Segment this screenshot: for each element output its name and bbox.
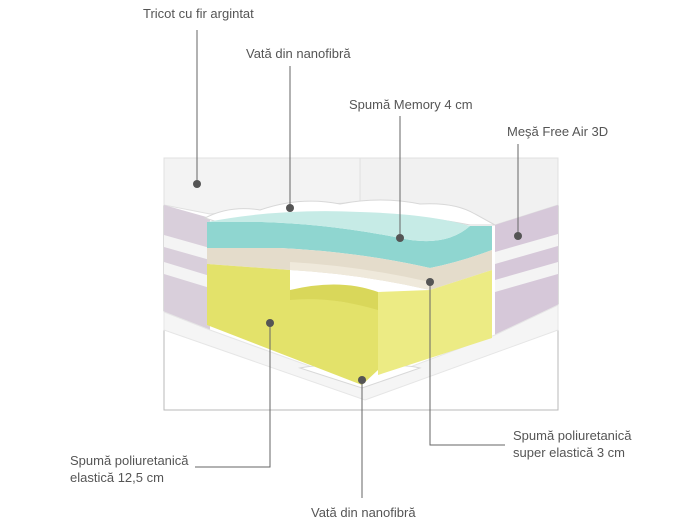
label-super-elastic: Spumă poliuretanică super elastică 3 cm — [513, 427, 632, 461]
leader-super — [429, 282, 505, 446]
label-tricot: Tricot cu fir argintat — [143, 6, 254, 21]
dot-mesa — [514, 232, 522, 240]
elastic-foam-right — [378, 270, 492, 375]
label-memory: Spumă Memory 4 cm — [349, 97, 473, 112]
mesh-stripe-right-2 — [495, 262, 558, 292]
mesh-side-right — [495, 205, 558, 335]
label-vata-top: Vată din nanofibră — [246, 46, 351, 61]
mesh-side-left — [164, 205, 210, 330]
mesh-stripe-right-1 — [495, 234, 558, 264]
leader-elastic — [195, 323, 271, 468]
label-elastic-line2: elastică 12,5 cm — [70, 470, 164, 485]
dot-memory — [396, 234, 404, 242]
label-mesa: Meşă Free Air 3D — [507, 124, 609, 139]
dot-vata-top — [286, 204, 294, 212]
label-elastic-line1: Spumă poliuretanică — [70, 453, 189, 468]
label-elastic: Spumă poliuretanică elastică 12,5 cm — [70, 452, 189, 486]
cover-bottom — [163, 304, 559, 401]
memory-foam-front — [207, 222, 492, 268]
label-vata-bottom: Vată din nanofibră — [311, 505, 416, 520]
dot-super — [426, 278, 434, 286]
label-super-line1: Spumă poliuretanică — [513, 428, 632, 443]
elastic-foam-inner-curve — [290, 284, 378, 310]
dot-vata-bottom — [358, 376, 366, 384]
mesh-stripe-left-1 — [164, 235, 210, 260]
label-super-line2: super elastică 3 cm — [513, 445, 625, 460]
memory-foam-top — [207, 211, 470, 242]
super-elastic-foam-light — [290, 262, 430, 290]
dot-tricot — [193, 180, 201, 188]
dot-elastic — [266, 319, 274, 327]
mesh-stripe-left-2 — [164, 262, 210, 288]
